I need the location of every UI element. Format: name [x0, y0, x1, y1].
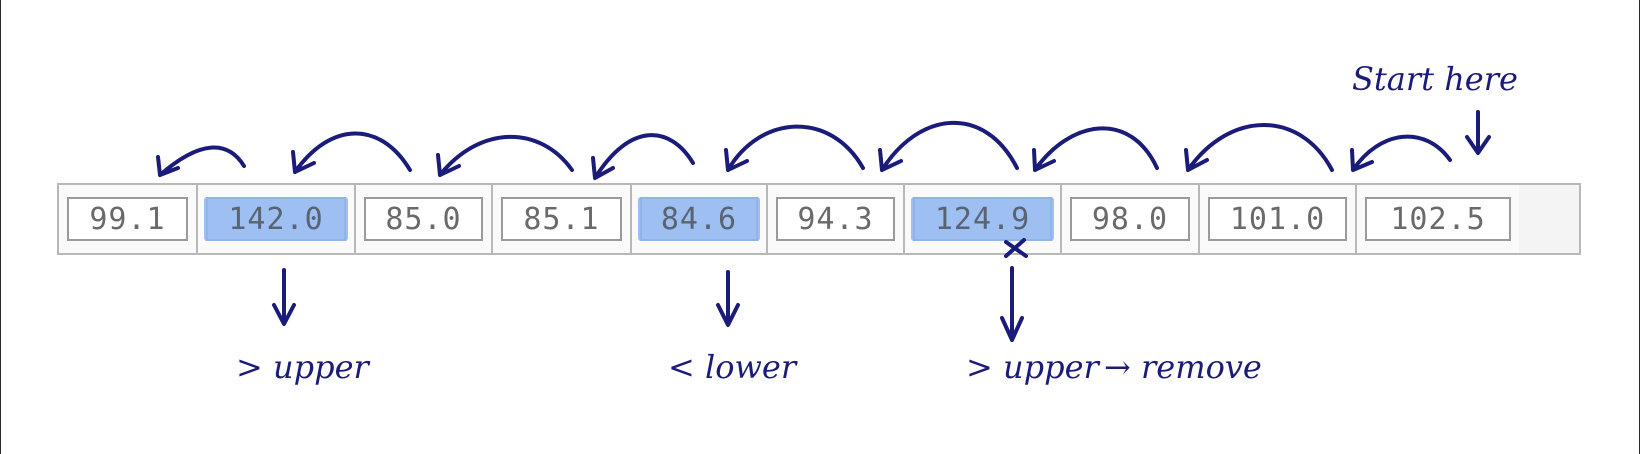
value-box: 84.6 [638, 197, 760, 241]
array-cell: 102.5 [1357, 185, 1519, 253]
cell-value: 142.0 [228, 201, 324, 237]
highlight-mark [638, 197, 760, 241]
start-here-note: Start here [1352, 60, 1518, 98]
value-box: 94.3 [776, 197, 895, 241]
cell-value: 84.6 [660, 201, 738, 237]
cell-value: 85.0 [385, 201, 462, 237]
cell-value: 99.1 [89, 201, 166, 237]
cell-value: 124.9 [934, 201, 1031, 237]
value-box: 99.1 [67, 197, 188, 241]
array-cell: 101.0 [1200, 185, 1357, 253]
array-cell-highlighted: 84.6 [632, 185, 768, 253]
array-cell: 94.3 [768, 185, 905, 253]
cell-value: 94.3 [797, 201, 874, 237]
value-box: 102.5 [1365, 197, 1511, 241]
highlight-mark [204, 197, 348, 241]
value-box: 142.0 [204, 197, 348, 241]
cell-value: 101.0 [1229, 201, 1326, 237]
remove-note: → remove [1104, 348, 1262, 386]
cell-value: 98.0 [1091, 201, 1169, 237]
array-cell: 98.0 [1062, 185, 1200, 253]
value-box: 85.1 [501, 197, 622, 241]
value-box: 124.9 [911, 197, 1054, 241]
value-box: 101.0 [1208, 197, 1347, 241]
cell-value: 85.1 [523, 201, 600, 237]
array-cell: 85.0 [356, 185, 493, 253]
cell-value: 102.5 [1390, 201, 1486, 237]
lower-note: < lower [668, 348, 797, 386]
upper-note: > upper [236, 348, 369, 386]
value-box: 98.0 [1070, 197, 1190, 241]
array-cell: 99.1 [59, 185, 198, 253]
array-cell-highlighted: 124.9 [905, 185, 1062, 253]
upper-note-2: > upper [966, 348, 1099, 386]
highlight-mark [911, 197, 1054, 241]
value-box: 85.0 [364, 197, 483, 241]
array-cell: 85.1 [493, 185, 632, 253]
array-cell-highlighted: 142.0 [198, 185, 356, 253]
value-array: 99.1 142.0 85.0 85.1 84.6 94.3 124.9 [57, 183, 1581, 255]
